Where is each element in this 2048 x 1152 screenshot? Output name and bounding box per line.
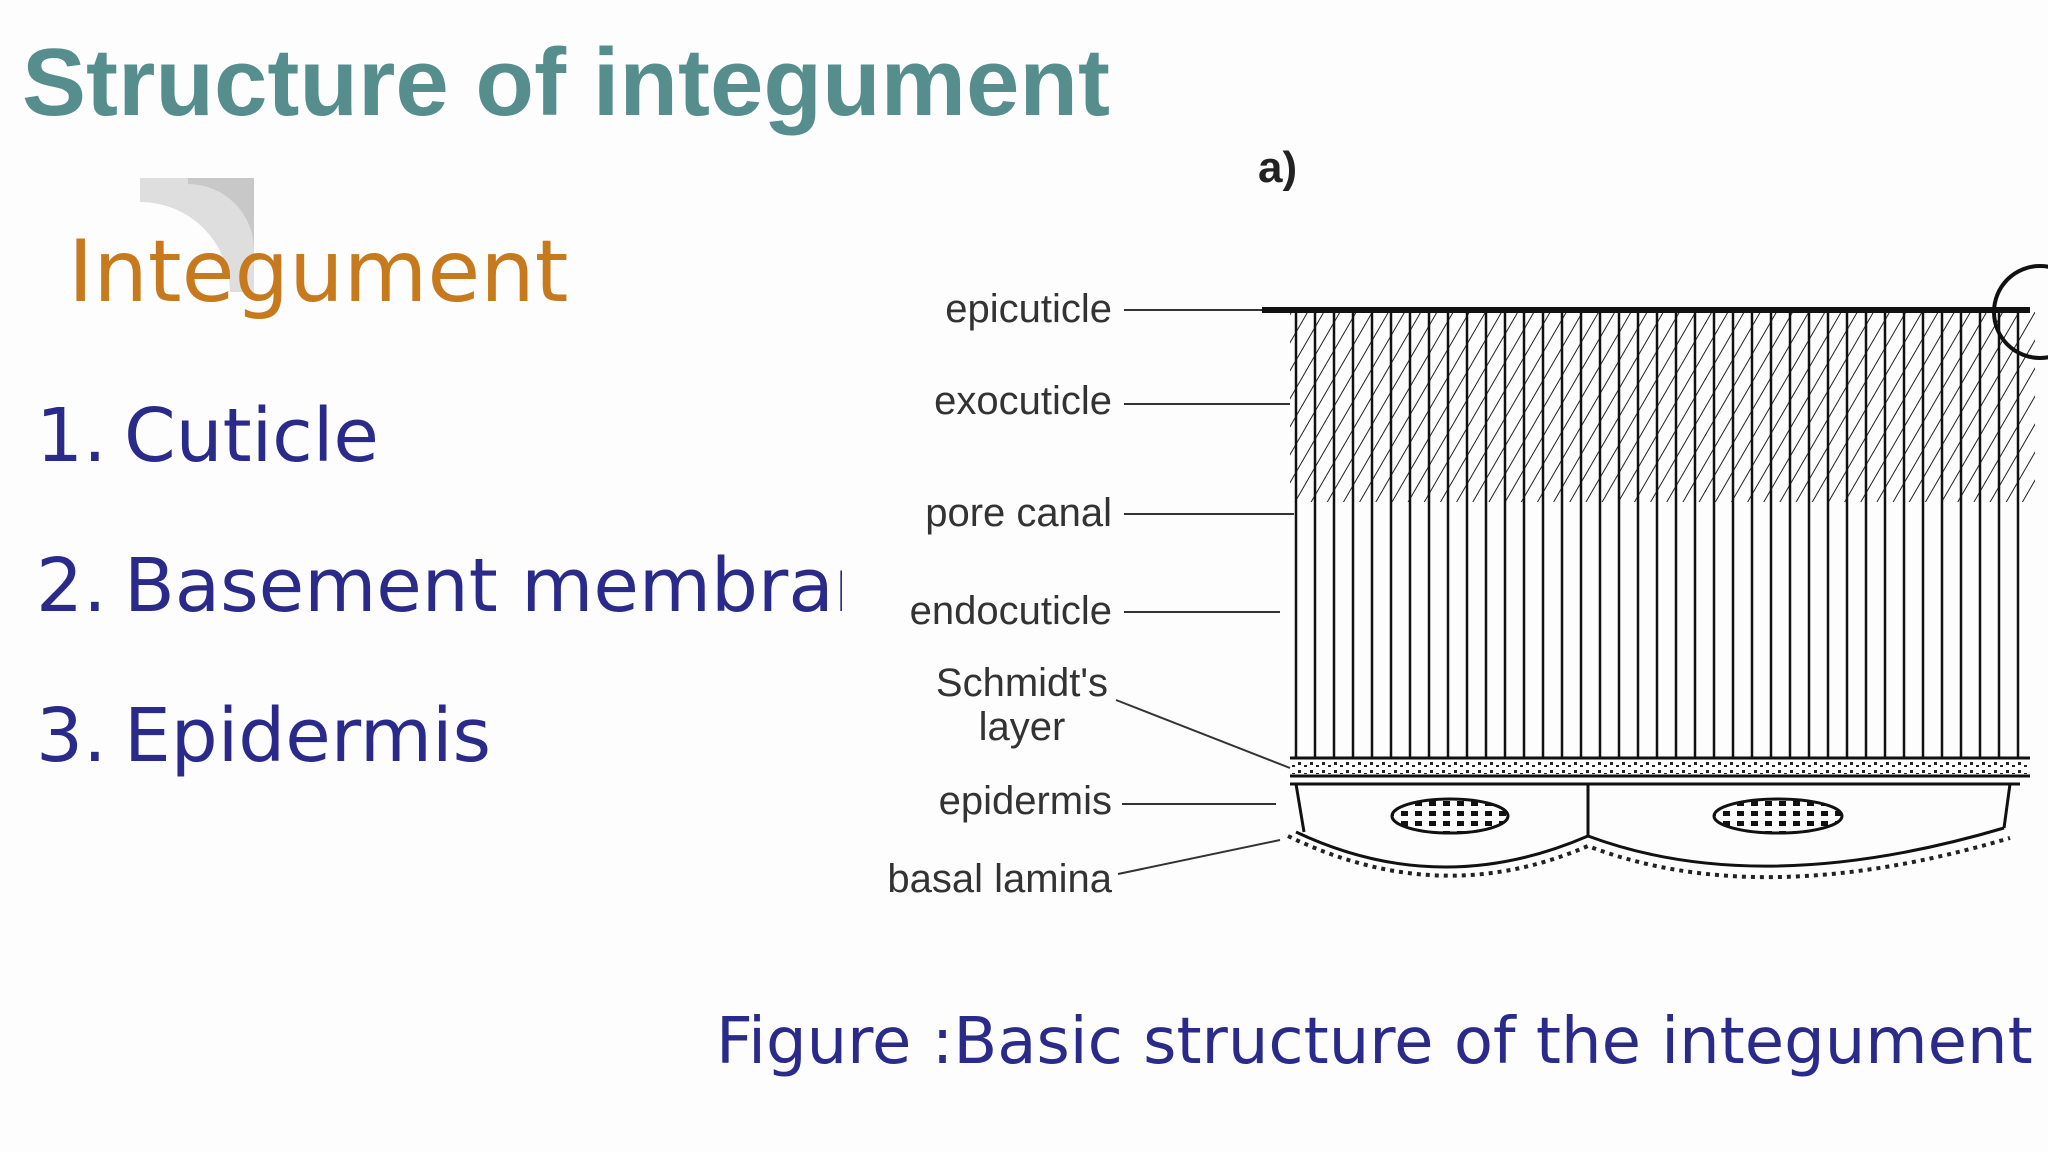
label-endocuticle: endocuticle — [910, 589, 1112, 633]
list-item-text: Basement membrane — [124, 543, 842, 629]
epidermis-cells — [1294, 783, 2012, 869]
label-pore-canal: pore canal — [925, 491, 1112, 535]
label-exocuticle: exocuticle — [934, 379, 1112, 423]
decorative-corner-shape — [140, 178, 254, 292]
list-item-number: 3. — [36, 693, 107, 779]
label-schmidts-layer: layer — [979, 705, 1066, 749]
figure-caption: Figure :Basic structure of the integumen… — [716, 1005, 2033, 1079]
label-basal-lamina: basal lamina — [887, 857, 1112, 901]
exocuticle-layer — [1290, 312, 2035, 502]
label-epicuticle: epicuticle — [945, 287, 1112, 331]
label-epidermis: epidermis — [939, 779, 1112, 823]
list-item-number: 1. — [36, 393, 107, 479]
panel-label: a) — [1258, 143, 1297, 192]
nucleus — [1390, 797, 1510, 835]
integument-list: 1.Cuticle 2.Basement membrane 3.Epidermi… — [36, 0, 842, 1152]
list-item-number: 2. — [36, 543, 107, 629]
label-schmidts-layer: Schmidt's — [936, 661, 1108, 705]
schmidts-layer — [1290, 760, 2030, 774]
list-item: 1.Cuticle — [36, 392, 379, 480]
list-item-text: Epidermis — [124, 693, 492, 779]
pore-canal-lines — [1294, 312, 2020, 758]
list-item-text: Cuticle — [124, 393, 379, 479]
nucleus — [1712, 797, 1844, 835]
section-heading: Integument — [68, 222, 569, 322]
basal-lamina — [1287, 834, 2011, 880]
detail-circle — [1992, 264, 2048, 360]
list-item: 3.Epidermis — [36, 692, 491, 780]
list-item: 2.Basement membrane — [36, 542, 842, 630]
slide-title: Structure of integument — [22, 29, 1111, 136]
